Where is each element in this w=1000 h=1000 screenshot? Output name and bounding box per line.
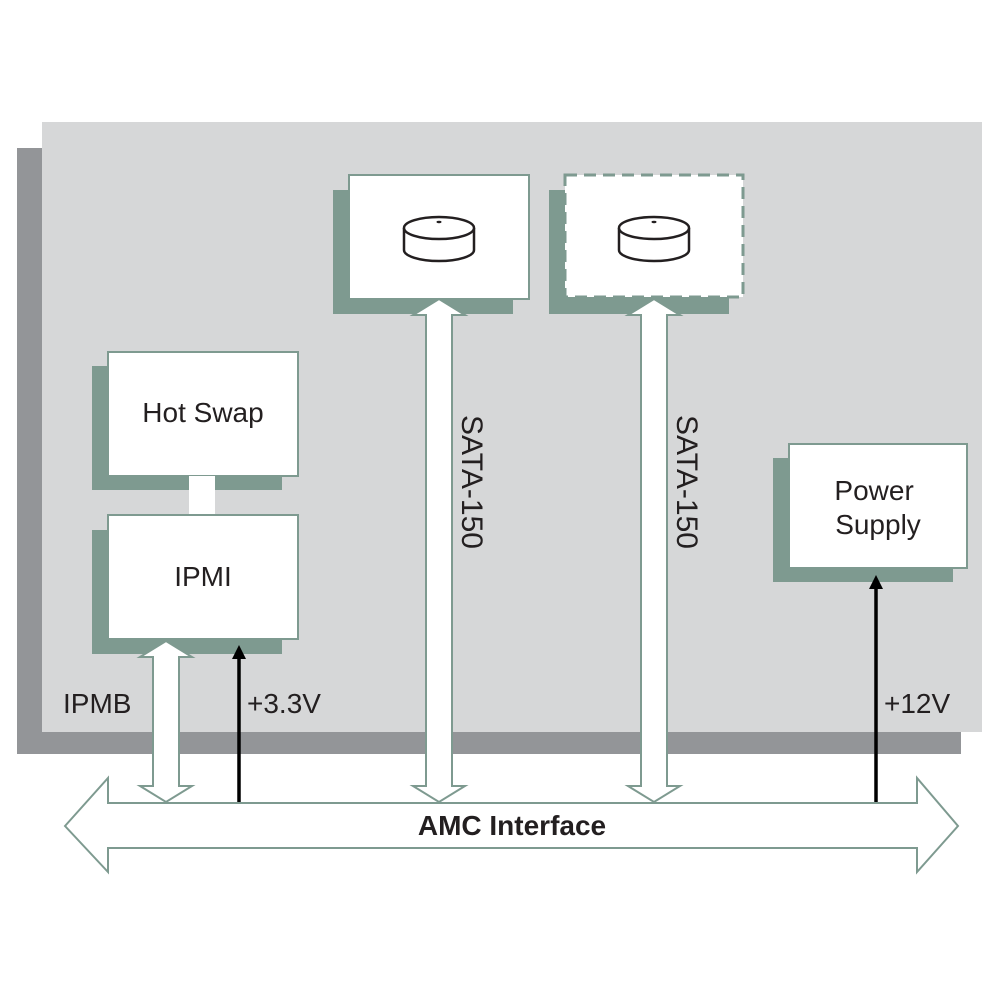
disk-drive-icon bbox=[617, 215, 691, 263]
drive-block-1 bbox=[333, 174, 530, 314]
amc-interface-label: AMC Interface bbox=[418, 810, 606, 841]
sata-2-label: SATA-150 bbox=[670, 415, 703, 549]
drive-2-dashed-outline bbox=[563, 173, 745, 299]
power-supply-label: Power Supply bbox=[834, 475, 921, 540]
power-supply-block: Power Supply bbox=[773, 443, 968, 582]
ipmi-block: IPMI bbox=[92, 514, 299, 654]
ipmi-label: IPMI bbox=[174, 561, 232, 592]
power-supply-box bbox=[788, 443, 968, 569]
sata-1-label: SATA-150 bbox=[455, 415, 488, 549]
hot-swap-ipmi-connector bbox=[189, 476, 215, 516]
power-supply-label-line1: Power bbox=[834, 475, 913, 506]
v12-label: +12V bbox=[884, 688, 950, 719]
hot-swap-label: Hot Swap bbox=[142, 397, 263, 428]
amc-interface-arrow bbox=[63, 775, 960, 875]
hot-swap-block: Hot Swap bbox=[92, 351, 299, 490]
power-supply-label-line2: Supply bbox=[835, 509, 921, 540]
ipmb-label: IPMB bbox=[63, 688, 131, 719]
hot-swap-box bbox=[107, 351, 299, 477]
disk-drive-icon bbox=[402, 215, 476, 263]
ipmi-box bbox=[107, 514, 299, 640]
drive-block-2 bbox=[549, 173, 745, 314]
v33-label: +3.3V bbox=[247, 688, 321, 719]
